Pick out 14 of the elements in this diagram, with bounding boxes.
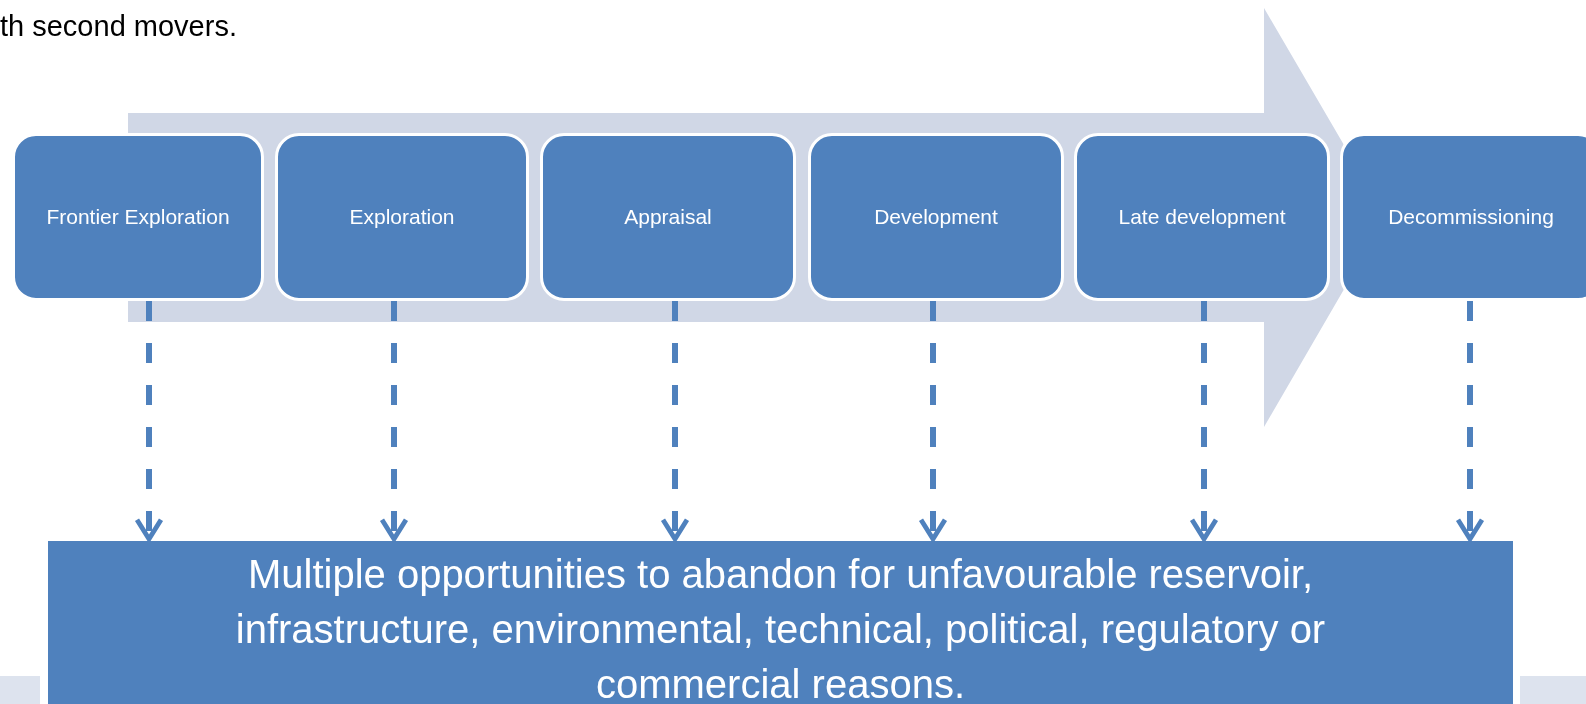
stage-box: Frontier Exploration <box>12 133 264 301</box>
stage-box: Appraisal <box>540 133 796 301</box>
note-text: th second movers. <box>0 10 237 43</box>
summary-box: Multiple opportunities to abandon for unfavourable reservoir, infrastructure, environmental, technical, political, regulatory or commercial reasons. <box>48 541 1513 704</box>
dashed-arrow <box>1455 301 1485 542</box>
stage-box: Exploration <box>275 133 529 301</box>
dashed-arrow <box>134 301 164 542</box>
stage-box: Development <box>808 133 1064 301</box>
dashed-arrow <box>660 301 690 542</box>
dashed-arrow <box>918 301 948 542</box>
stage-box: Late development <box>1074 133 1330 301</box>
stage-box: Decommissioning <box>1340 133 1586 301</box>
dashed-arrow <box>1189 301 1219 542</box>
dashed-arrow <box>379 301 409 542</box>
